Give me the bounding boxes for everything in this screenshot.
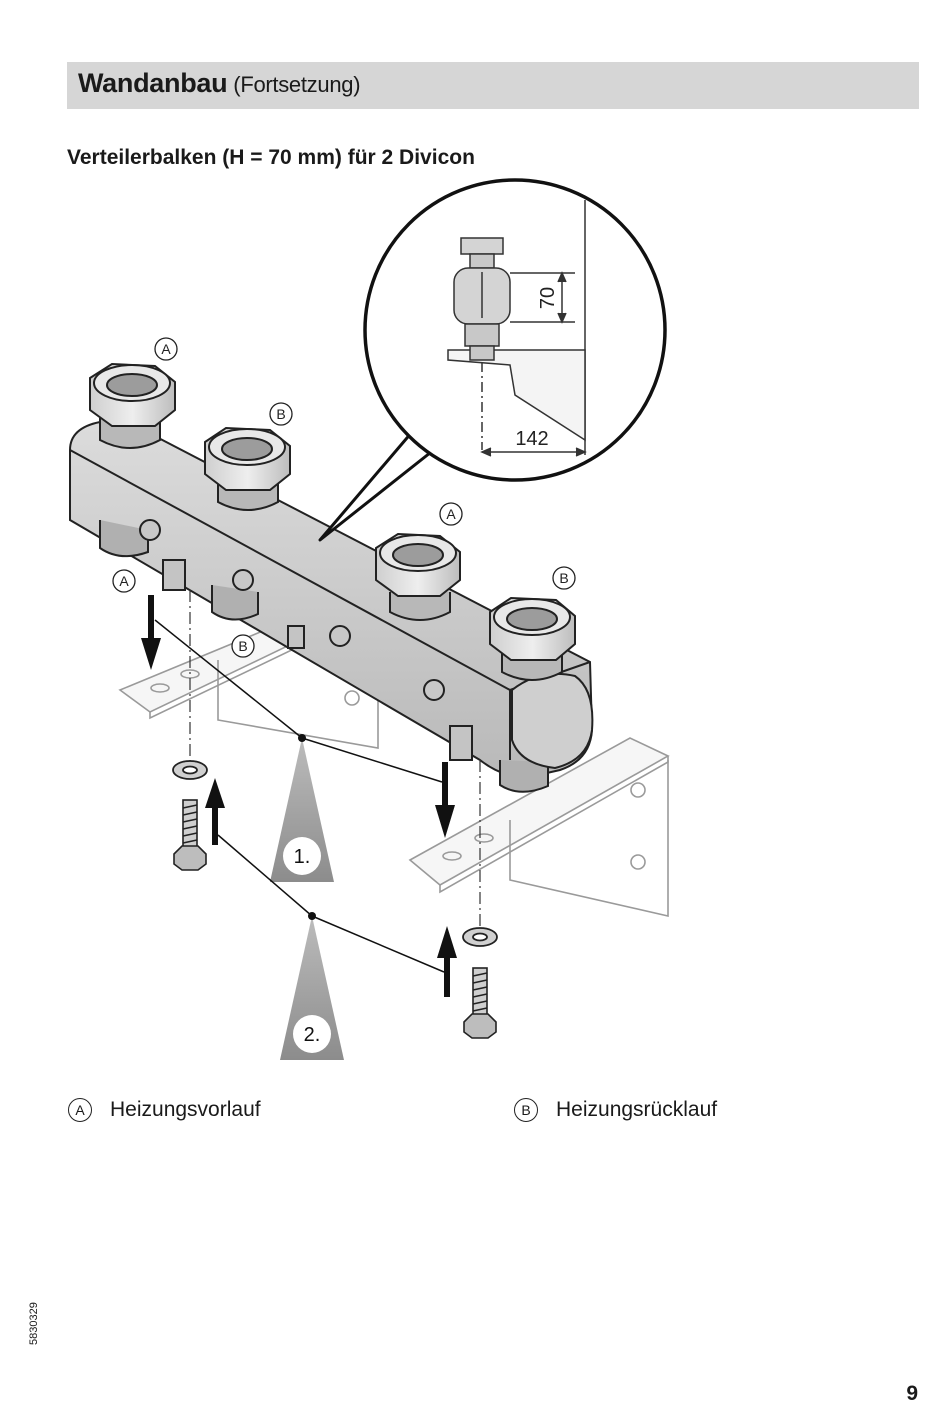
mounting-centerlines <box>189 590 481 930</box>
legend-item-a: A Heizungsvorlauf <box>68 1098 261 1122</box>
step-1-label: 1. <box>294 846 311 868</box>
step-2-label: 2. <box>304 1024 321 1046</box>
legend-marker-a: A <box>68 1098 92 1122</box>
callout-b-top: B <box>269 402 293 426</box>
callout-a-bottom-left: A <box>112 569 136 593</box>
callout-a-top-left: A <box>154 337 178 361</box>
section-header: Wandanbau(Fortsetzung) <box>67 62 919 109</box>
legend-marker-b: B <box>514 1098 538 1122</box>
up-arrow-left <box>205 778 225 845</box>
callout-b-right: B <box>552 566 576 590</box>
washer-right <box>462 927 498 947</box>
svg-text:A: A <box>446 506 456 522</box>
legend-item-b: B Heizungsrücklauf <box>514 1098 717 1122</box>
callout-a-top-right: A <box>439 502 463 526</box>
bolt-right <box>463 967 497 1039</box>
wall-bracket-right <box>408 737 670 918</box>
page-subtitle: (Fortsetzung) <box>233 72 361 97</box>
installation-illustration: 70 142 A B A B A B <box>69 178 670 1060</box>
callout-b-bottom: B <box>231 634 255 658</box>
step-1-pointer: 1. <box>154 619 443 882</box>
nut-connection-a2 <box>375 532 461 621</box>
document-number: 5830329 <box>28 1302 40 1345</box>
dimension-70-label: 70 <box>537 287 559 309</box>
page-title: Wandanbau(Fortsetzung) <box>78 68 361 98</box>
section-title: Verteilerbalken (H = 70 mm) für 2 Divico… <box>67 146 475 169</box>
detail-magnifier: 70 142 <box>318 178 667 542</box>
step-2-pointer: 2. <box>217 834 445 1060</box>
nut-connection-a1 <box>89 362 176 449</box>
down-arrow-left <box>141 595 161 670</box>
svg-text:B: B <box>276 406 285 422</box>
svg-text:B: B <box>559 570 568 586</box>
page-number: 9 <box>906 1382 918 1405</box>
up-arrow-right <box>437 926 457 997</box>
svg-text:B: B <box>238 638 247 654</box>
down-arrow-right <box>435 762 455 838</box>
dimension-142-label: 142 <box>515 428 548 450</box>
svg-text:A: A <box>119 573 129 589</box>
legend-label-b: Heizungsrücklauf <box>556 1098 718 1121</box>
nut-connection-b2 <box>489 596 576 681</box>
legend-label-a: Heizungsvorlauf <box>110 1098 261 1121</box>
bolt-left <box>173 799 207 871</box>
nut-connection-b1 <box>204 426 291 511</box>
distributor-beam <box>69 416 594 793</box>
washer-left <box>172 760 208 780</box>
svg-text:A: A <box>161 341 171 357</box>
